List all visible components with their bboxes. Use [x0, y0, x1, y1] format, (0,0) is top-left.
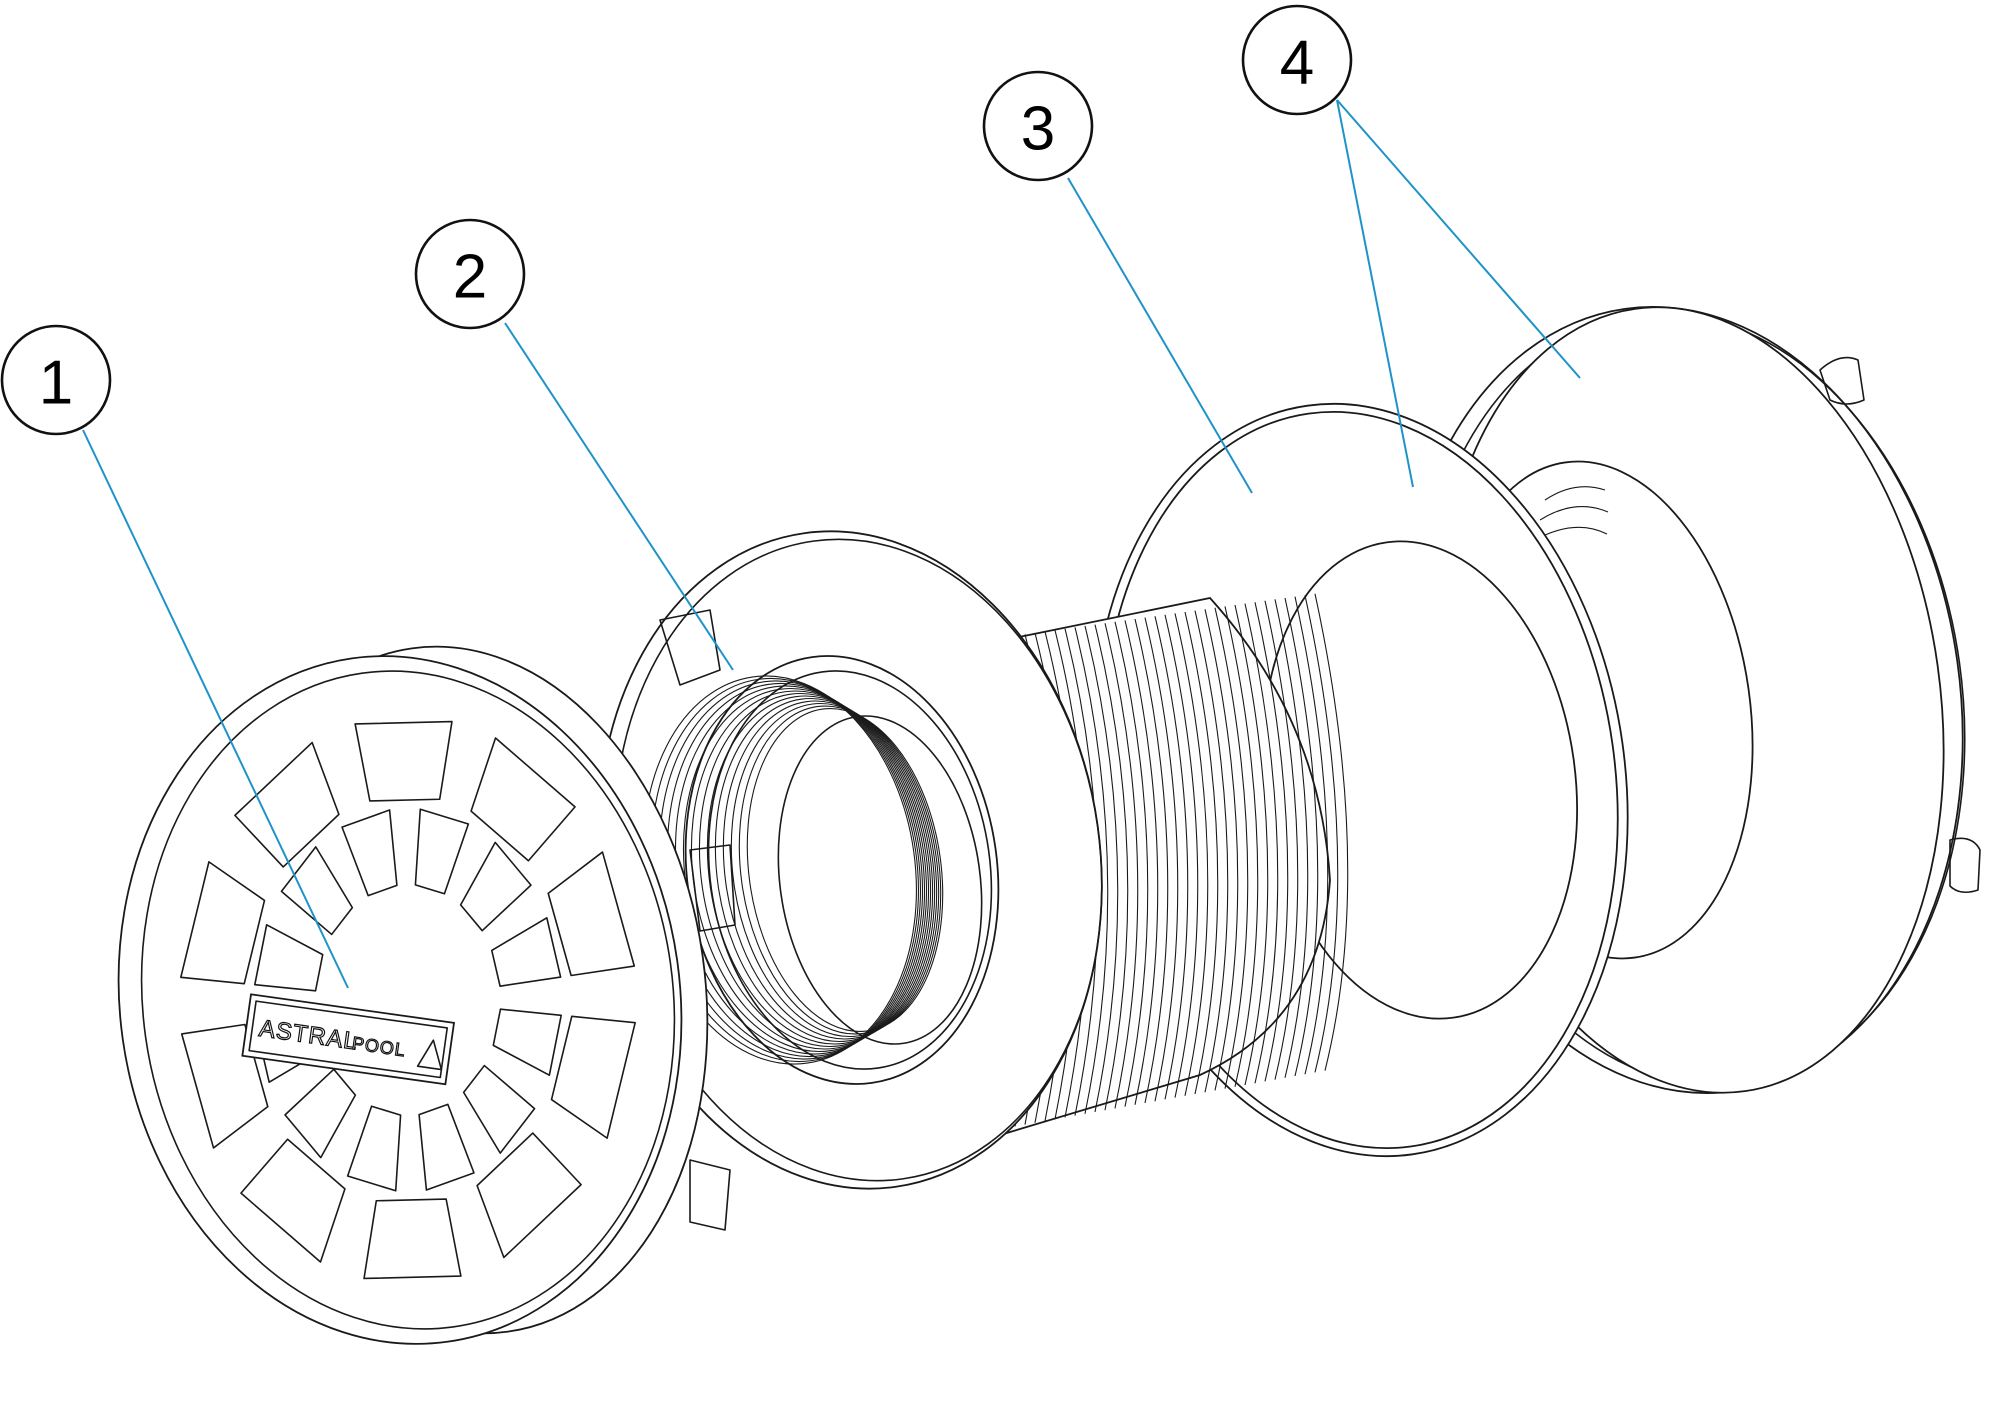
grille-slot [234, 741, 340, 868]
grille-slot [492, 1008, 563, 1076]
thread-line [1264, 600, 1299, 1080]
thread-line [1104, 623, 1139, 1109]
leader-lines [82, 99, 1581, 989]
grille-slot [346, 1105, 402, 1192]
inner-thread-line [714, 697, 936, 1043]
grille-slot [418, 1103, 475, 1191]
thread-line [1274, 599, 1309, 1078]
grille-slot [462, 1064, 536, 1154]
leader-line-2 [504, 322, 734, 671]
callout-4: 4 [1241, 4, 1353, 116]
callout-1: 1 [0, 324, 112, 436]
thread-line [1304, 595, 1339, 1073]
thread-line [1184, 611, 1219, 1095]
thread-line [1224, 606, 1259, 1087]
grille-slot [470, 737, 576, 862]
callout-4-label: 4 [1280, 29, 1314, 98]
inner-thread-line [738, 705, 942, 1035]
grille-slot [284, 1068, 357, 1159]
grille-slot [280, 846, 354, 936]
callout-2-label: 2 [453, 243, 487, 312]
thread-line [1174, 613, 1209, 1096]
callout-1-label: 1 [39, 349, 73, 418]
grille-slot [180, 861, 266, 985]
grille-slot [240, 1138, 346, 1263]
thread-line [1114, 621, 1149, 1107]
grille-slot [547, 851, 636, 977]
grille-slot [253, 924, 324, 992]
grille-slot [476, 1132, 582, 1259]
thread-line [1294, 596, 1329, 1075]
grille-slot [341, 809, 398, 897]
grille-slots [180, 720, 636, 1280]
part-2-threaded-body [597, 530, 1349, 1190]
part-1-grille-cover: ASTRAL POOL [117, 609, 736, 1345]
grille-slot [354, 720, 453, 802]
inner-thread-line [698, 692, 932, 1048]
thread-line [1164, 614, 1199, 1098]
thread-line [1214, 607, 1249, 1089]
grille-slot [550, 1015, 636, 1139]
leader-line-1 [82, 429, 349, 989]
thread-line [1284, 597, 1319, 1077]
thread-line [1124, 620, 1159, 1105]
grille-slot [490, 917, 562, 987]
callout-3-label: 3 [1021, 95, 1055, 164]
leader-line-3 [1067, 177, 1253, 494]
callout-2: 2 [414, 218, 526, 330]
leader-line-4a [1336, 99, 1414, 488]
inner-thread-line [722, 700, 938, 1040]
thread-line [1234, 604, 1269, 1086]
thread-line [1244, 603, 1279, 1084]
thread-line [1314, 593, 1349, 1071]
astralpool-logo: ASTRAL POOL [241, 993, 456, 1086]
inner-thread-line [706, 695, 934, 1045]
thread-line [1254, 602, 1289, 1082]
inner-thread-line [746, 707, 944, 1033]
inner-thread-line [730, 702, 940, 1038]
thread-line [1074, 627, 1109, 1114]
callout-3: 3 [982, 70, 1094, 182]
grille-slot [363, 1198, 462, 1280]
thread-line [1144, 617, 1179, 1102]
grille-slot [459, 841, 532, 932]
thread-line [1084, 625, 1119, 1113]
thread-line [1094, 624, 1129, 1111]
grille-slot [414, 808, 470, 895]
thread-line [1134, 618, 1169, 1104]
leader-line-4b [1336, 99, 1581, 379]
thread-line [1154, 616, 1189, 1100]
thread-line [1204, 609, 1239, 1091]
thread-line [1194, 610, 1229, 1093]
